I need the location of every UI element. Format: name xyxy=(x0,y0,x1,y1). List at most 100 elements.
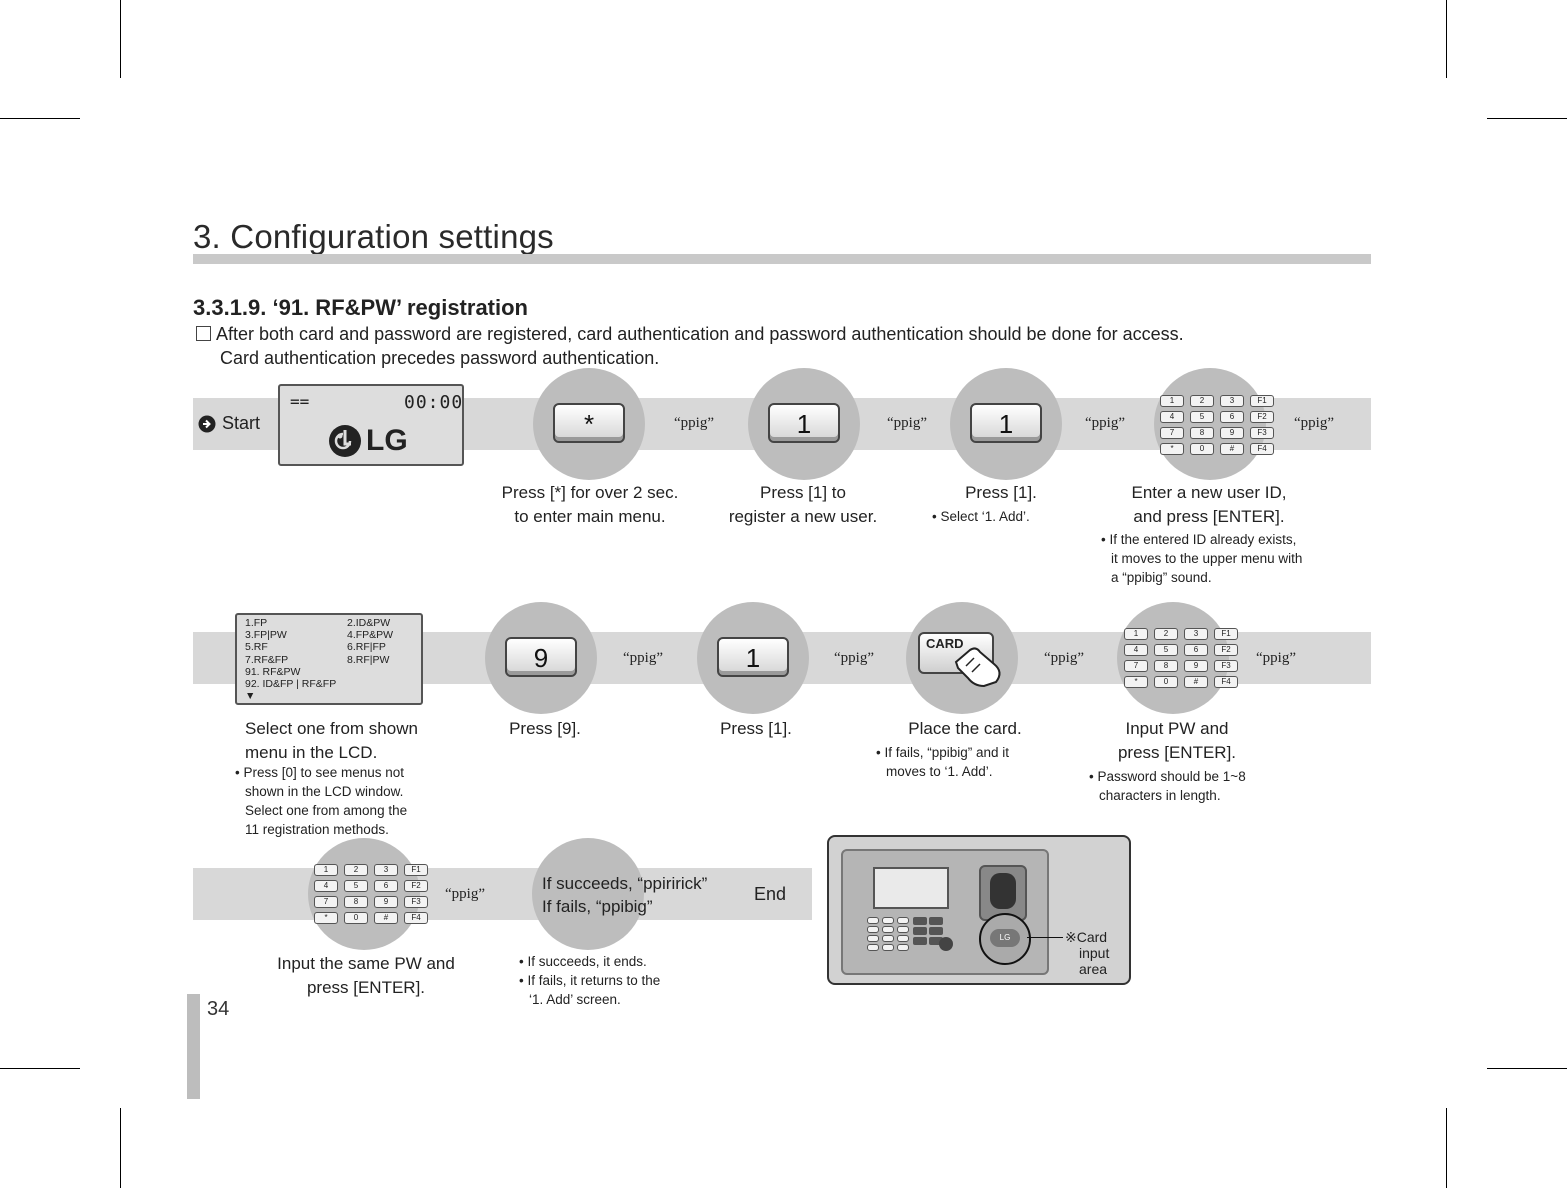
keypad-key[interactable]: 0 xyxy=(1190,443,1214,455)
beep-label: “ppig” xyxy=(623,650,663,666)
keypad-key[interactable]: 4 xyxy=(1124,644,1148,656)
step-note-lcd-menu: • Press [0] to see menus not shown in th… xyxy=(235,765,408,837)
checkbox-icon xyxy=(196,326,211,341)
menu-item-91: 91. RF&PW xyxy=(245,665,301,678)
keypad-key[interactable]: F4 xyxy=(1250,443,1274,455)
key-1-button[interactable]: 1 xyxy=(768,403,840,443)
keypad-key[interactable]: 3 xyxy=(374,864,398,876)
beep-label: “ppig” xyxy=(674,415,714,431)
callout-line xyxy=(1027,937,1063,938)
key-9-button[interactable]: 9 xyxy=(505,637,577,677)
crop-mark xyxy=(0,118,80,119)
keypad-key[interactable]: * xyxy=(1160,443,1184,455)
keypad-key[interactable]: 5 xyxy=(1154,644,1178,656)
keypad-key[interactable]: 3 xyxy=(1184,628,1208,640)
step-caption-select-add: Press [1]. xyxy=(965,483,1037,502)
keypad-key[interactable]: 1 xyxy=(1124,628,1148,640)
card-area-label: ※Card input area xyxy=(1065,929,1110,977)
page-title: 3. Configuration settings xyxy=(193,218,554,255)
keypad-key[interactable]: F1 xyxy=(1250,395,1274,407)
keypad-key[interactable]: # xyxy=(1184,676,1208,688)
keypad-key[interactable]: F1 xyxy=(1214,628,1238,640)
keypad-key[interactable]: 8 xyxy=(1190,427,1214,439)
keypad-key[interactable]: * xyxy=(314,912,338,924)
keypad-key[interactable]: 0 xyxy=(344,912,368,924)
keypad-key[interactable]: F2 xyxy=(404,880,428,892)
beep-label: “ppig” xyxy=(1294,415,1334,431)
keypad-key[interactable]: 7 xyxy=(1160,427,1184,439)
device-illustration: LG ※Card input area xyxy=(827,835,1131,985)
keypad-key[interactable]: 8 xyxy=(344,896,368,908)
flow-band-3 xyxy=(193,868,812,920)
keypad-key[interactable]: 0 xyxy=(1154,676,1178,688)
crop-mark xyxy=(1487,1068,1567,1069)
fingerprint-sensor xyxy=(979,865,1027,921)
keypad-key[interactable]: 4 xyxy=(314,880,338,892)
arrow-circle-icon xyxy=(198,415,216,432)
keypad-key[interactable]: 5 xyxy=(344,880,368,892)
step-circle xyxy=(1117,602,1229,714)
keypad-key[interactable]: * xyxy=(1124,676,1148,688)
keypad-key[interactable]: # xyxy=(1220,443,1244,455)
lcd-time: 00:00 xyxy=(404,392,464,413)
keypad-key[interactable]: # xyxy=(374,912,398,924)
beep-label: “ppig” xyxy=(1085,415,1125,431)
title-rule xyxy=(193,254,1371,264)
beep-label: “ppig” xyxy=(1256,650,1296,666)
keypad-key[interactable]: F2 xyxy=(1250,411,1274,423)
crop-mark xyxy=(1446,0,1447,78)
keypad-key[interactable]: 3 xyxy=(1220,395,1244,407)
keypad-key[interactable]: 2 xyxy=(1154,628,1178,640)
device-button xyxy=(939,937,953,951)
keypad-key[interactable]: F3 xyxy=(1250,427,1274,439)
keypad-key[interactable]: 8 xyxy=(1154,660,1178,672)
keypad-key[interactable]: 2 xyxy=(1190,395,1214,407)
keypad-key[interactable]: 1 xyxy=(1160,395,1184,407)
start-marker: Start xyxy=(198,413,260,434)
keypad-key[interactable]: 4 xyxy=(1160,411,1184,423)
lcd-idle-screen: == 00:00 LG xyxy=(278,384,464,466)
keypad-key[interactable]: 6 xyxy=(374,880,398,892)
keypad-key[interactable]: F2 xyxy=(1214,644,1238,656)
scroll-down-icon: ▼ xyxy=(245,690,256,703)
keypad-key[interactable]: 7 xyxy=(314,896,338,908)
crop-mark xyxy=(120,0,121,78)
keypad-key[interactable]: F4 xyxy=(404,912,428,924)
keypad-key[interactable]: 9 xyxy=(374,896,398,908)
intro-line-1: After both card and password are registe… xyxy=(216,324,1184,344)
keypad-key[interactable]: 9 xyxy=(1184,660,1208,672)
page-number: 34 xyxy=(207,998,230,1020)
step-circle xyxy=(532,838,644,950)
step-caption-user-id: Enter a new user ID,and press [ENTER]. xyxy=(1131,483,1287,526)
keypad-key[interactable]: 5 xyxy=(1190,411,1214,423)
keypad-key[interactable]: 2 xyxy=(344,864,368,876)
step-note-place-card: • If fails, “ppibig” and it moves to ‘1.… xyxy=(876,745,1010,779)
step-circle xyxy=(1154,368,1266,480)
keypad-key[interactable]: 9 xyxy=(1220,427,1244,439)
key-star-button[interactable]: * xyxy=(553,403,625,443)
step-circle xyxy=(308,838,420,950)
keypad-key[interactable]: 1 xyxy=(314,864,338,876)
step-note-select-add: • Select ‘1. Add’. xyxy=(932,509,1030,524)
beep-label: “ppig” xyxy=(445,886,485,902)
keypad-key[interactable]: 6 xyxy=(1220,411,1244,423)
lg-logo: LG xyxy=(328,424,408,458)
keypad-key[interactable]: F3 xyxy=(1214,660,1238,672)
card-reader-area: LG xyxy=(979,913,1031,965)
step-caption-press-1: Press [1]. xyxy=(720,719,792,738)
keypad-key[interactable]: F4 xyxy=(1214,676,1238,688)
keypad-key[interactable]: 6 xyxy=(1184,644,1208,656)
keypad-key[interactable]: 7 xyxy=(1124,660,1148,672)
key-1-button[interactable]: 1 xyxy=(717,637,789,677)
keypad-key[interactable]: F3 xyxy=(404,896,428,908)
keypad-key[interactable]: F1 xyxy=(404,864,428,876)
key-1-button[interactable]: 1 xyxy=(970,403,1042,443)
